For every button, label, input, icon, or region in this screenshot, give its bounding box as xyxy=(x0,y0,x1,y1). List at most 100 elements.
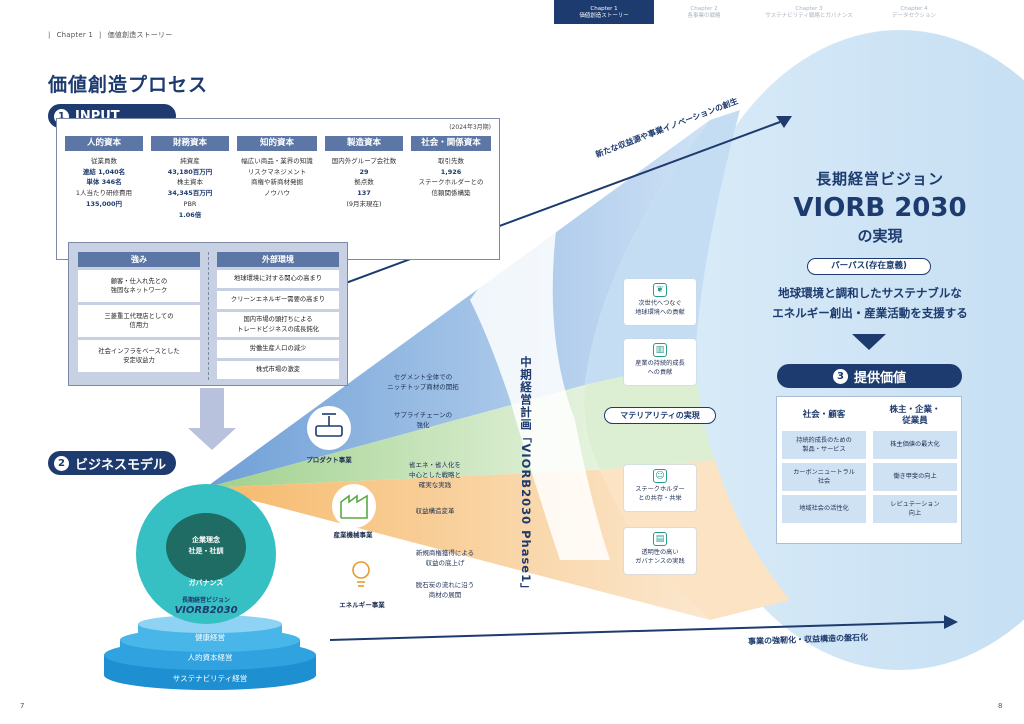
long-term-vision: 長期経営ビジョン VIORB 2030 の実現 xyxy=(780,168,980,246)
breadcrumb-chapter: Chapter 1 xyxy=(56,31,94,39)
capital-social: 社会・関係資本 取引先数 1,926 ステークホルダーとの信頼関係構築 xyxy=(411,136,491,199)
capital-line: 拠点数 xyxy=(354,178,374,187)
wedge-industrial xyxy=(205,385,600,488)
segment-industrial-label: 産業機械事業 xyxy=(333,531,373,539)
bulb-icon xyxy=(352,561,370,587)
wedge-right-blue xyxy=(585,110,740,385)
capital-line: 1.06倍 xyxy=(178,210,202,219)
capital-line: 1人当たり研修費用 xyxy=(75,189,133,198)
arrow-top-head xyxy=(776,116,792,128)
layer-human-capital-management: 人的資本経営 xyxy=(187,653,233,662)
capital-line: ステークホルダーとの xyxy=(418,178,484,187)
capital-line: 29 xyxy=(359,167,369,176)
value-title: 提供価値 xyxy=(853,370,906,386)
down-arrow xyxy=(188,388,236,450)
factory-icon xyxy=(340,494,368,519)
vision-line-1: 長期経営ビジョン xyxy=(815,170,944,188)
value-item: レピュテーション 向上 xyxy=(873,495,957,523)
segment-energy-note: 新規商権獲得による 収益の底上げ xyxy=(415,549,475,568)
business-model-pill: 2 ビジネスモデル xyxy=(48,451,176,475)
wedge-product xyxy=(205,120,710,488)
people-icon: ☺ xyxy=(653,469,667,483)
capital-social-title: 社会・関係資本 xyxy=(411,136,491,151)
capital-line: PBR xyxy=(183,199,197,208)
governance-label: ガバナンス xyxy=(188,579,224,587)
strengths-column: 強み 顧客・仕入れ先との 強固なネットワーク 三菱重工代理店としての 信用力 社… xyxy=(78,252,200,375)
business-model-number-badge: 2 xyxy=(54,455,69,471)
capital-line: リスクマネジメント xyxy=(247,167,307,176)
capital-manufacturing-title: 製造資本 xyxy=(325,136,403,151)
segment-product-label: プロダクト事業 xyxy=(306,456,352,464)
value-item: カーボンニュートラル 社会 xyxy=(782,463,866,491)
segment-product-note: サプライチェーンの 強化 xyxy=(393,411,453,430)
capital-intellectual-body: 幅広い商品・業界の知識リスクマネジメント商権や新商材発掘ノウハウ xyxy=(237,151,317,199)
strength-item: 顧客・仕入れ先との 強固なネットワーク xyxy=(78,270,200,302)
midterm-plan-label: 中期経営計画「VIORB2030 Phase1」 xyxy=(519,356,533,596)
capital-line: 幅広い商品・業界の知識 xyxy=(241,157,313,165)
valve-icon xyxy=(315,413,343,437)
value-column-shareholders: 株主・企業・ 従業員 株主価値の最大化 働き甲斐の向上 レピュテーション 向上 xyxy=(873,401,957,527)
capital-line: 単体 346名 xyxy=(86,178,122,187)
environment-column: 外部環境 地球環境に対する関心の高まり クリーンエネルギー需要の高まり 国内市場… xyxy=(217,252,339,382)
value-item: 地域社会の活性化 xyxy=(782,495,866,523)
capital-line: 信頼関係構築 xyxy=(431,189,471,198)
capital-line: ノウハウ xyxy=(264,189,290,198)
leaf-icon: ❦ xyxy=(653,283,667,297)
environment-item: 労働生産人口の減少 xyxy=(217,340,339,358)
arrow-top-line xyxy=(299,121,781,301)
capital-line: 従業員数 xyxy=(91,157,117,165)
purpose-label: パーパス(存在意義) xyxy=(807,258,931,275)
page-number-left: 7 xyxy=(20,702,25,710)
segment-energy-note: 脱石炭の流れに沿う 商材の展開 xyxy=(415,581,475,600)
value-pill: 3 提供価値 xyxy=(777,364,962,388)
vision-line-3: の実現 xyxy=(857,227,903,245)
value-item: 株主価値の最大化 xyxy=(873,431,957,459)
segment-industrial-note: 省エネ・省人化を 中心とした戦略と 確実な実践 xyxy=(409,461,461,490)
arrow-bottom-head xyxy=(944,615,958,629)
environment-item: 地球環境に対する関心の高まり xyxy=(217,270,339,288)
capital-financial-title: 財務資本 xyxy=(151,136,229,151)
capital-line: 1,926 xyxy=(440,167,462,176)
purpose-text: 地球環境と調和したサステナブルな エネルギー創出・産業活動を支援する xyxy=(772,286,968,320)
strength-item: 三菱重工代理店としての 信用力 xyxy=(78,305,200,337)
value-item: 働き甲斐の向上 xyxy=(873,463,957,491)
capital-intellectual: 知的資本 幅広い商品・業界の知識リスクマネジメント商権や新商材発掘ノウハウ xyxy=(237,136,317,199)
vision-logo: VIORB2030 xyxy=(174,605,238,616)
value-column-society: 社会・顧客 持続的成長のための 製品・サービス カーボンニュートラル 社会 地域… xyxy=(782,401,866,527)
environment-title: 外部環境 xyxy=(217,252,339,267)
vision-line-2: VIORB 2030 xyxy=(793,193,967,223)
building-icon: ▤ xyxy=(653,532,667,546)
capital-line: 137 xyxy=(357,189,371,198)
capital-line: 純資産 xyxy=(180,157,200,165)
segment-industrial-note: 収益構造変革 xyxy=(415,507,455,515)
capital-line: 取引先数 xyxy=(438,157,464,165)
value-box: 社会・顧客 持続的成長のための 製品・サービス カーボンニュートラル 社会 地域… xyxy=(776,396,962,544)
materiality-card: ▥ 産業の持続的成長 への貢献 xyxy=(624,339,696,385)
layer-sustainability-management: サステナビリティ経営 xyxy=(172,674,248,683)
vision-down-arrow xyxy=(852,334,886,350)
breadcrumb-title: 価値創造ストーリー xyxy=(107,31,173,39)
capital-line: 34,345百万円 xyxy=(167,189,213,198)
value-number-badge: 3 xyxy=(832,368,848,384)
business-model-title: ビジネスモデル xyxy=(75,457,167,473)
value-item: 持続的成長のための 製品・サービス xyxy=(782,431,866,459)
value-column-society-head: 社会・顧客 xyxy=(802,410,846,421)
materiality-title: マテリアリティの実現 xyxy=(604,407,716,424)
materiality-card: ▤ 透明性の高い ガバナンスの実践 xyxy=(624,528,696,574)
industrial-icon-circle xyxy=(332,484,376,528)
segment-product-note: セグメント全体での ニッチトップ商材の開拓 xyxy=(387,373,459,392)
segment-energy-label: エネルギー事業 xyxy=(339,601,385,609)
energy-icon-circle xyxy=(339,553,383,597)
